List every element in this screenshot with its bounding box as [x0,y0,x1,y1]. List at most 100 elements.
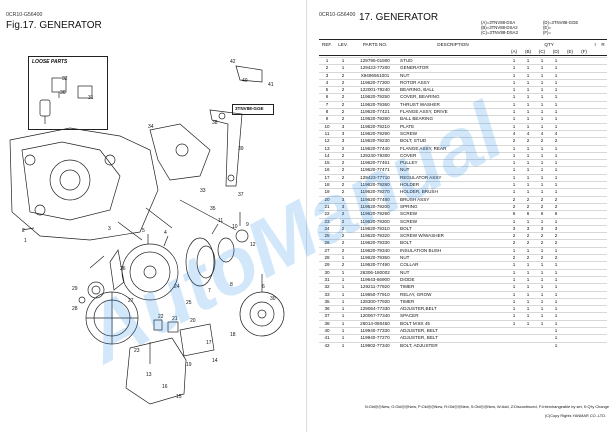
cell-qty-a [507,335,521,342]
cell-parts-no: 119620-79250 [360,94,390,100]
cell-r [599,65,607,72]
cell-qty-d: 1 [554,94,558,100]
cell-qty-b: 2 [526,203,530,209]
cell-r [599,262,607,269]
cell-lev: 1 [341,313,345,319]
cell-qty-f [577,167,591,174]
cell-r [599,218,607,225]
cell-qty-d: 1 [554,167,558,173]
cell-description: SCREW [400,211,418,217]
cell-qty-e [563,109,577,116]
cell-i [591,342,599,349]
cell-r [599,255,607,262]
cell-qty-f [577,276,591,283]
cell-qty-f [577,145,591,152]
cell-qty-b: 1 [526,123,530,129]
cell-r [599,276,607,283]
cell-qty-f [577,65,591,72]
cell-qty-d: 1 [554,327,558,333]
cell-parts-no: 119620-79320 [360,233,390,239]
callout-11: 11 [218,218,223,224]
cell-ref: 14 [324,152,330,158]
cell-description: ADJUSTER, BELT [400,327,438,333]
cell-lev: 3 [341,130,345,136]
cell-qty-d: 1 [554,58,558,63]
cell-lev: 3 [341,203,345,209]
col-header-r: R [601,41,605,47]
cell-i [591,276,599,283]
cell-ref: 6 [325,94,329,100]
cell-ref: 24 [324,225,330,231]
cell-qty-f [577,342,591,349]
cell-qty-a: 1 [512,87,516,93]
cell-qty-e [563,94,577,101]
cell-qty-b: 1 [526,262,530,268]
cell-lev: 2 [341,152,345,158]
cell-qty-a: 1 [512,284,516,290]
cell-ref: 37 [324,313,330,319]
cell-r [599,130,607,137]
cell-qty-e [563,101,577,108]
cell-lev: 2 [341,218,345,224]
cell-description: GENERATOR [400,65,429,71]
cell-qty-c [535,335,549,342]
cell-qty-e [563,291,577,298]
cell-qty-f [577,262,591,269]
variant-f: (F)= [543,30,551,36]
cell-r [599,247,607,254]
belt-adjuster [209,109,243,187]
cell-i [591,313,599,320]
cell-qty-d: 1 [554,116,558,122]
figure-title: Fig.17. GENERATOR [6,20,102,31]
cell-qty-e [563,123,577,130]
cell-qty-b: 1 [526,218,530,224]
cell-qty-c: 1 [540,160,544,166]
page-code: 0CR10-G56400 [6,12,43,18]
cell-r [599,116,607,123]
cell-qty-c: 2 [540,196,544,202]
cell-r [599,160,607,167]
cell-r [599,196,607,203]
cell-r [599,94,607,101]
callout-41: 41 [268,82,274,88]
cell-r [599,182,607,189]
cell-description: BOLT [400,240,412,246]
cell-qty-f [577,218,591,225]
cell-qty-e [563,138,577,145]
cell-qty-f [577,298,591,305]
cell-qty-b [521,342,535,349]
cell-lev: 2 [341,109,345,115]
cell-qty-d: 1 [554,269,558,275]
pulley [87,281,105,299]
cell-description: SCREW W/WASHER [400,233,444,239]
cell-qty-a: 2 [512,240,516,246]
cell-qty-a: 1 [512,306,516,312]
cell-i [591,327,599,334]
cell-parts-no: 119940-77270 [360,335,390,341]
cell-qty-f [577,196,591,203]
cell-qty-b: 1 [526,65,530,71]
cell-r [599,211,607,218]
cell-qty-f [577,138,591,145]
cell-ref: 22 [324,211,330,217]
cell-qty-d: 1 [554,145,558,151]
cell-qty-b: 1 [526,79,530,85]
cell-qty-c: 1 [540,320,544,326]
callout-36: 36 [60,90,66,96]
callout-21: 21 [172,316,178,322]
cell-i [591,79,599,86]
rear-cover [125,337,187,405]
cell-qty-b: 4 [526,130,530,136]
